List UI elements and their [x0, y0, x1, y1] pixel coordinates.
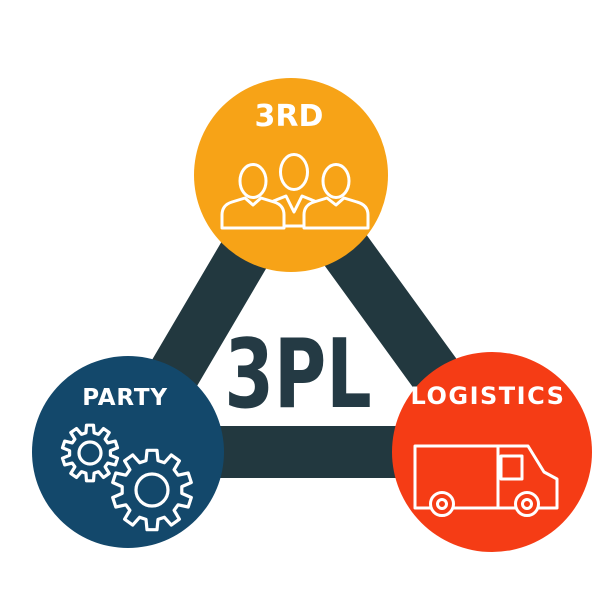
- node-label-logistics: LOGISTICS: [411, 382, 566, 410]
- node-label-3rd: 3RD: [255, 99, 324, 134]
- truck-body: [413, 444, 559, 510]
- gears-icon: [60, 423, 193, 532]
- party-circle: [32, 356, 224, 548]
- node-label-party: PARTY: [82, 385, 168, 411]
- gear-large: [111, 448, 193, 532]
- gear-large-hole: [134, 472, 170, 508]
- truck-icon: [413, 444, 559, 517]
- acronym-group: 3PL: [224, 319, 371, 430]
- people-icon: [220, 153, 370, 230]
- truck-wheel-rear-hub: [436, 498, 448, 510]
- truck-window: [499, 454, 524, 481]
- acronym-text: 3PL: [224, 319, 371, 430]
- truck-wheel-front: [514, 491, 540, 517]
- person-left-head: [238, 163, 268, 199]
- person-right-body: [302, 196, 370, 230]
- person-middle-head: [279, 153, 309, 191]
- person-right-head: [321, 163, 351, 199]
- node-third: 3RD: [194, 78, 388, 272]
- gear-small-hole: [77, 440, 103, 466]
- node-logistics: LOGISTICS: [392, 352, 592, 552]
- truck-wheel-rear: [429, 491, 455, 517]
- person-left-body: [220, 196, 286, 230]
- truck-wheel-front-hub: [521, 498, 533, 510]
- gear-small: [60, 423, 120, 483]
- connector-triangle: [82, 127, 543, 478]
- node-party: PARTY: [32, 356, 224, 548]
